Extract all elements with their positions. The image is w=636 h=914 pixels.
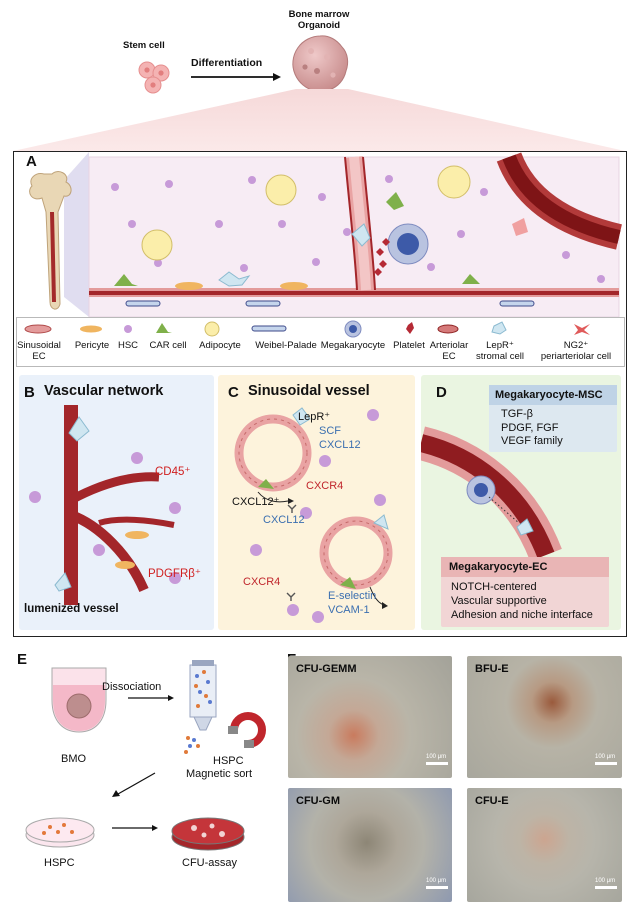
legend-lepr-stromal-cell: LepR⁺stromal cell: [475, 340, 525, 362]
organoid-label-line2: Organoid: [297, 20, 341, 31]
cd45-label: CD45⁺: [155, 466, 191, 478]
ec-item-adhesion: Adhesion and niche interface: [451, 609, 593, 621]
scale-bar: [595, 762, 617, 765]
ec-item-notch: NOTCH-centered: [451, 581, 537, 593]
msc-item-vegf: VEGF family: [501, 435, 563, 447]
vascular-network-illustration: [29, 405, 181, 605]
bmo-label: BMO: [61, 753, 87, 765]
hspc-sort-label-line2: Magnetic sort: [186, 768, 253, 780]
vcam1-label: VCAM-1: [328, 604, 370, 616]
megakaryocyte-ec-title: Megakaryocyte-EC: [441, 557, 609, 577]
msc-item-tgfb: TGF-β: [501, 408, 533, 420]
differentiation-label: Differentiation: [191, 57, 263, 69]
scf-label: SCF: [319, 425, 341, 437]
megakaryocyte-niche-illustration: [421, 426, 562, 562]
photo-cfu-gm: CFU-GM 100 μm: [288, 788, 452, 902]
organoid-icon: [292, 35, 349, 92]
panel-e-letter: E: [17, 651, 28, 668]
lumenized-vessel-label: lumenized vessel: [24, 603, 119, 615]
panel-a-letter: A: [26, 153, 37, 170]
pdgfrb-label: PDGFRβ⁺: [148, 568, 201, 580]
photo-bfu-e: BFU-E 100 μm: [467, 656, 622, 778]
figure-frame: [13, 151, 627, 637]
stem-cell-cluster-icon: [138, 61, 170, 94]
legend-hsc: HSC: [117, 340, 139, 351]
hspc-label: HSPC: [44, 857, 75, 869]
photo-bfu-e-label: BFU-E: [475, 663, 509, 675]
legend-weibel-palade: Weibel-Palade: [255, 340, 317, 351]
megakaryocyte-msc-box: Megakaryocyte-MSC TGF-β PDGF, FGF VEGF f…: [489, 385, 617, 452]
scale-bar-text: 100 μm: [595, 754, 616, 760]
bone-marrow-niche-illustration: [29, 152, 623, 318]
cxcr4-label-top: CXCR4: [306, 480, 344, 492]
cfu-assay-label: CFU-assay: [182, 857, 238, 869]
differentiation-arrow-icon: [191, 73, 281, 81]
photo-cfu-gemm-label: CFU-GEMM: [296, 663, 357, 675]
legend-car-cell: CAR cell: [149, 340, 187, 351]
scale-bar: [426, 886, 448, 889]
panel-b-title: Vascular network: [44, 383, 164, 399]
zoom-funnel: [13, 89, 625, 151]
scale-bar: [426, 762, 448, 765]
photo-cfu-gemm: CFU-GEMM 100 μm: [288, 656, 452, 778]
scale-bar-text: 100 μm: [426, 754, 447, 760]
legend-adipocyte: Adipocyte: [199, 340, 241, 351]
lepr-label: LepR⁺: [298, 411, 331, 423]
sinusoidal-vessel-illustration: [234, 407, 393, 623]
scale-bar-text: 100 μm: [595, 878, 616, 884]
legend-ng2-periarteriolar-cell: NG2⁺periarteriolar cell: [540, 340, 612, 362]
femur-bone-icon: [29, 152, 89, 317]
cfu-workflow-illustration: [25, 660, 266, 851]
photo-cfu-e: CFU-E 100 μm: [467, 788, 622, 902]
cxcl12plus-label: CXCL12⁺: [232, 496, 280, 508]
legend-icons: [24, 320, 590, 338]
panel-b-letter: B: [24, 384, 35, 401]
panel-c-title: Sinusoidal vessel: [248, 383, 370, 399]
legend-platelet: Platelet: [393, 340, 425, 351]
organoid-label-line1: Bone marrow: [288, 9, 350, 20]
megakaryocyte-msc-title: Megakaryocyte-MSC: [489, 385, 617, 405]
stem-cell-label: Stem cell: [123, 40, 165, 51]
panel-b-background: [19, 375, 214, 630]
legend-megakaryocyte: Megakaryocyte: [320, 340, 386, 351]
scale-bar: [595, 886, 617, 889]
cxcl12-label-bottom: CXCL12: [263, 514, 305, 526]
photo-cfu-gm-label: CFU-GM: [296, 795, 340, 807]
panel-d-letter: D: [436, 384, 447, 401]
legend-pericyte: Pericyte: [74, 340, 110, 351]
msc-item-pdgf-fgf: PDGF, FGF: [501, 421, 559, 434]
panel-c-letter: C: [228, 384, 239, 401]
cell-type-legend: [16, 317, 625, 367]
cxcr4-label-bottom: CXCR4: [243, 576, 281, 588]
photo-cfu-e-label: CFU-E: [475, 795, 509, 807]
ec-item-vascular-supportive: Vascular supportive: [451, 595, 547, 607]
hspc-sort-label-line1: HSPC: [213, 755, 244, 767]
eselectin-label: E-selectin: [328, 590, 377, 602]
megakaryocyte-ec-box: Megakaryocyte-EC NOTCH-centered Vascular…: [441, 557, 609, 627]
scale-bar-text: 100 μm: [426, 878, 447, 884]
cxcl12-label-top: CXCL12: [319, 439, 361, 451]
dissociation-label: Dissociation: [102, 681, 162, 693]
